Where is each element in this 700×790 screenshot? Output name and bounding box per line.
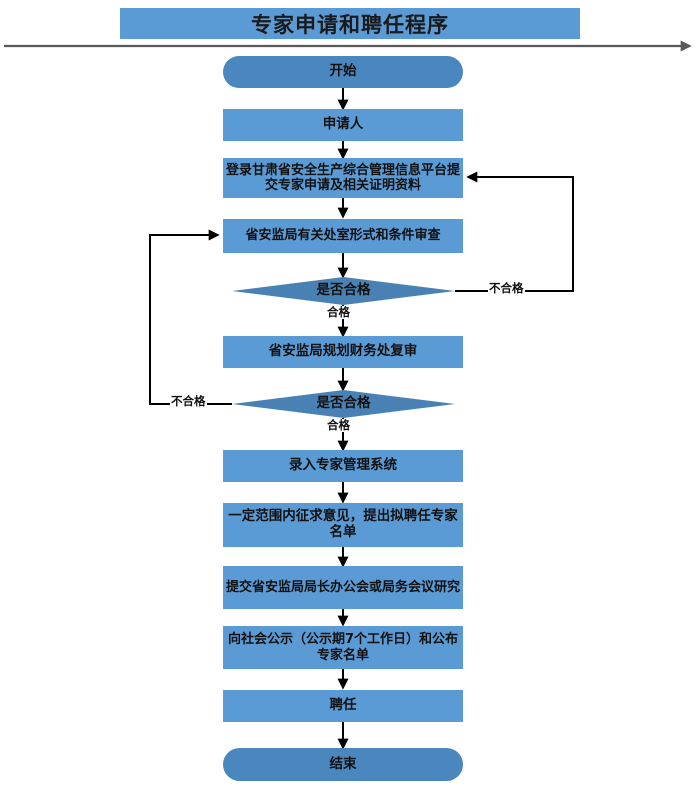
page-title: 专家申请和聘任程序 — [251, 12, 449, 37]
node-label: 一定范围内征求意见，提出拟聘任专家名单 — [228, 508, 458, 540]
node-submit-application[interactable]: 登录甘肃省安全生产综合管理信息平台提交专家申请及相关证明资料 — [223, 158, 463, 198]
node-label: 向社会公示（公示期7个工作日）和公布专家名单 — [227, 632, 459, 663]
node-label: 提交省安监局局长办公会或局务会议研究 — [225, 579, 460, 595]
node-label: 省安监局有关处室形式和条件审查 — [245, 228, 441, 244]
edge-label-pass-2: 合格 — [326, 418, 351, 432]
node-label: 开始 — [329, 63, 357, 80]
node-label: 登录甘肃省安全生产综合管理信息平台提交专家申请及相关证明资料 — [225, 162, 460, 193]
node-enter-expert-system[interactable]: 录入专家管理系统 — [223, 450, 463, 482]
node-end[interactable]: 结束 — [223, 748, 463, 781]
diagram-title-banner: 专家申请和聘任程序 — [120, 8, 580, 39]
node-label: 申请人 — [322, 116, 364, 133]
node-label: 省安监局规划财务处复审 — [268, 343, 418, 360]
edge-label-fail-2: 不合格 — [170, 394, 207, 408]
node-public-announcement[interactable]: 向社会公示（公示期7个工作日）和公布专家名单 — [223, 626, 463, 669]
node-label: 聘任 — [329, 697, 357, 714]
node-label: 是否合格 — [316, 282, 371, 299]
node-applicant[interactable]: 申请人 — [223, 109, 463, 141]
node-formal-review[interactable]: 省安监局有关处室形式和条件审查 — [223, 219, 463, 253]
node-start[interactable]: 开始 — [223, 56, 463, 88]
node-appointment[interactable]: 聘任 — [223, 690, 463, 722]
node-label: 是否合格 — [316, 395, 371, 412]
connector-fail-loop-1 — [455, 171, 574, 292]
edge-label-fail-1: 不合格 — [488, 281, 525, 295]
node-solicit-opinions[interactable]: 一定范围内征求意见，提出拟聘任专家名单 — [223, 503, 463, 547]
node-director-meeting[interactable]: 提交省安监局局长办公会或局务会议研究 — [223, 566, 463, 609]
node-label: 录入专家管理系统 — [289, 457, 397, 474]
connector-fail-loop-2 — [149, 229, 232, 405]
edge-label-pass-1: 合格 — [326, 305, 351, 319]
node-decision-qualified-2[interactable]: 是否合格 — [232, 390, 455, 418]
node-decision-qualified-1[interactable]: 是否合格 — [232, 277, 455, 305]
node-label: 结束 — [329, 755, 357, 772]
node-second-review[interactable]: 省安监局规划财务处复审 — [223, 336, 463, 368]
